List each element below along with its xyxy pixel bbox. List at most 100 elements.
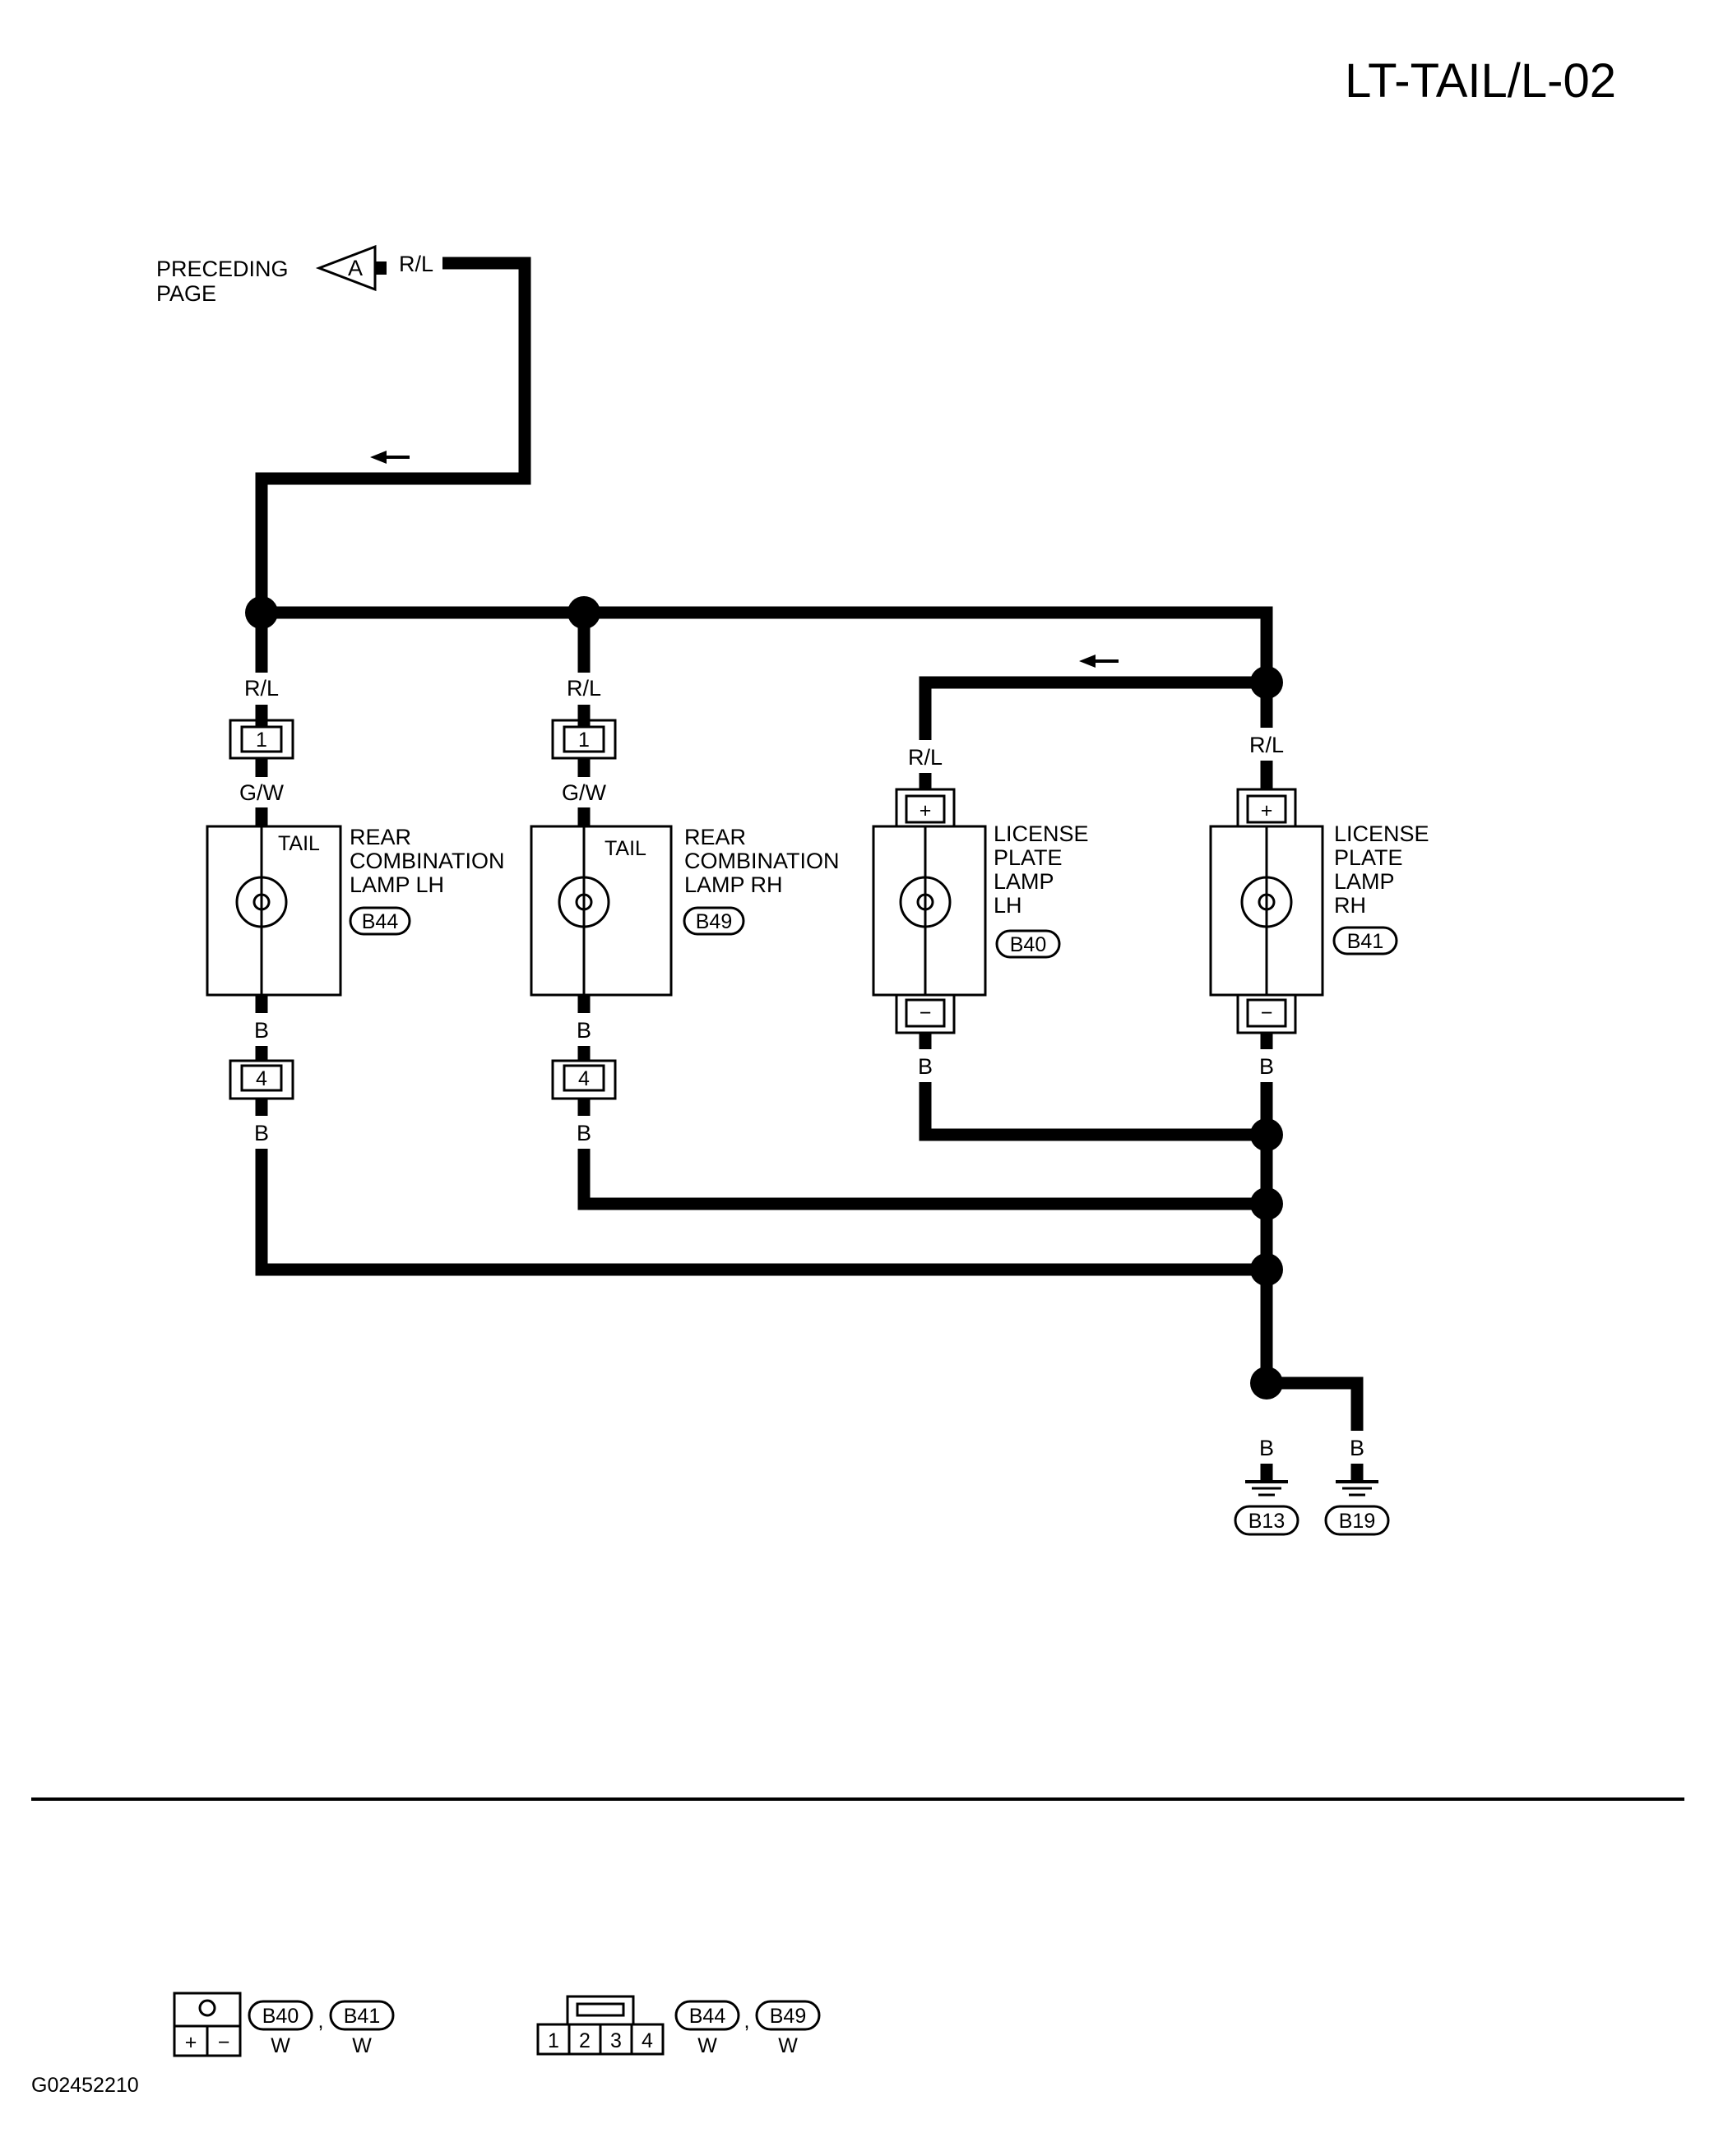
license-lh-ground-wire bbox=[919, 1082, 1267, 1141]
bulb-icon bbox=[235, 876, 288, 928]
bulb-icon bbox=[558, 876, 610, 928]
license-rh-name-line1: LICENSE bbox=[1334, 821, 1429, 846]
diagram-id: G02452210 bbox=[31, 2074, 139, 2097]
legend-connector-badge bbox=[755, 2000, 821, 2031]
license-lh-minus-terminal bbox=[895, 993, 956, 1034]
flow-arrow-icon bbox=[370, 451, 410, 464]
license-rh-name-line4: RH bbox=[1334, 893, 1366, 918]
preceding-page-connector-letter: A bbox=[348, 256, 363, 280]
ground-b19-badge bbox=[1324, 1505, 1390, 1536]
ground-b19-label: B19 bbox=[1339, 1510, 1375, 1533]
legend-connector-color: W bbox=[271, 2034, 290, 2057]
license-lh-lamp-box bbox=[872, 825, 987, 997]
wire-color-label: B bbox=[254, 1121, 269, 1145]
rear-rh-ground-wire bbox=[577, 1149, 1267, 1210]
legend-connector-color: W bbox=[697, 2034, 717, 2057]
license-lh-name-line4: LH bbox=[994, 893, 1022, 918]
license-rh-connector-id: B41 bbox=[1347, 930, 1383, 953]
rear-lh-top-connector bbox=[229, 705, 294, 760]
preceding-page-text-line2: PAGE bbox=[156, 281, 216, 306]
legend2-pin: 3 bbox=[610, 2029, 622, 2052]
legend2-pin: 1 bbox=[548, 2029, 559, 2052]
rear-lh-bottom-connector bbox=[229, 1059, 294, 1100]
legend-connector-id: B49 bbox=[770, 2005, 806, 2028]
license-lh-name-line1: LICENSE bbox=[994, 821, 1089, 846]
legend1-pin: + bbox=[185, 2031, 197, 2054]
rear-rh-bottom-pin: 4 bbox=[578, 1067, 590, 1090]
legend-connector-badge bbox=[248, 2000, 313, 2031]
rear-rh-name-line3: LAMP RH bbox=[684, 872, 783, 897]
license-lh-plus-terminal bbox=[895, 788, 956, 829]
rear-lh-name-line1: REAR bbox=[350, 825, 411, 849]
ground-b13-badge bbox=[1234, 1505, 1299, 1536]
splice-6 bbox=[1250, 1253, 1283, 1286]
flow-arrow-icon bbox=[1079, 655, 1119, 668]
rear-rh-bottom-connector bbox=[551, 1059, 617, 1100]
legend2-pin: 2 bbox=[579, 2029, 591, 2052]
wire-color-label: B bbox=[577, 1018, 591, 1043]
ground-icon bbox=[1336, 1480, 1378, 1497]
wire-color-label: R/L bbox=[244, 676, 279, 701]
bulb-icon bbox=[899, 876, 952, 928]
connector-face-b44-b49 bbox=[536, 1995, 665, 2056]
legend-connector-color: W bbox=[778, 2034, 798, 2057]
rear-lh-connector-badge bbox=[349, 906, 411, 936]
license-rh-bottom-pin: − bbox=[1261, 1002, 1273, 1025]
rear-lh-bottom-pin: 4 bbox=[256, 1067, 267, 1090]
legend-separator: , bbox=[744, 2010, 750, 2033]
bulb-icon bbox=[1240, 876, 1293, 928]
license-rh-minus-terminal bbox=[1236, 993, 1297, 1034]
wire-color-label: G/W bbox=[562, 780, 607, 805]
license-lh-name-line2: PLATE bbox=[994, 845, 1063, 870]
preceding-page-text-line1: PRECEDING bbox=[156, 257, 289, 281]
connector-face-b40-b41 bbox=[173, 1992, 242, 2057]
license-rh-name-line2: PLATE bbox=[1334, 845, 1403, 870]
rear-rh-name-line1: REAR bbox=[684, 825, 746, 849]
license-lh-name-line3: LAMP bbox=[994, 869, 1054, 894]
wire-color-label: R/L bbox=[1249, 733, 1284, 757]
legend2-pin: 4 bbox=[642, 2029, 653, 2052]
wire-color-label: B bbox=[1259, 1054, 1274, 1079]
license-lh-top-pin: + bbox=[920, 799, 932, 822]
rear-lh-name-line3: LAMP LH bbox=[350, 872, 444, 897]
wire-color-label: B bbox=[254, 1018, 269, 1043]
license-rh-name-line3: LAMP bbox=[1334, 869, 1395, 894]
splice-5 bbox=[1250, 1187, 1283, 1220]
legend-connector-id: B44 bbox=[689, 2005, 726, 2028]
top-bus-wire bbox=[262, 606, 1273, 682]
rear-lh-connector-id: B44 bbox=[362, 910, 399, 933]
rear-rh-top-pin: 1 bbox=[578, 729, 590, 752]
legend-separator: , bbox=[318, 2010, 324, 2033]
license-lh-bottom-pin: − bbox=[920, 1002, 932, 1025]
license-lh-connector-id: B40 bbox=[1010, 933, 1046, 956]
rear-lh-ground-wire bbox=[255, 1149, 1267, 1276]
legend-connector-id: B40 bbox=[262, 2005, 299, 2028]
rear-rh-top-connector bbox=[551, 705, 617, 760]
wire-color-label: G/W bbox=[239, 780, 285, 805]
wire-color-label: B bbox=[918, 1054, 933, 1079]
legend-connector-badge bbox=[674, 2000, 740, 2031]
page-title: LT-TAIL/L-02 bbox=[1345, 54, 1616, 108]
feed-wire bbox=[255, 257, 531, 613]
license-lh-feed-wire bbox=[919, 676, 1267, 740]
legend-connector-id: B41 bbox=[344, 2005, 380, 2028]
preceding-page-connector-icon bbox=[315, 244, 387, 292]
wire-color-label: B bbox=[1350, 1436, 1364, 1460]
wire-color-label: B bbox=[577, 1121, 591, 1145]
legend1-pin: − bbox=[218, 2031, 230, 2054]
rear-rh-name-line2: COMBINATION bbox=[684, 849, 840, 873]
rear-lh-inner-label: TAIL bbox=[278, 832, 320, 855]
preceding-page-wire-color: R/L bbox=[399, 252, 433, 276]
rear-lh-name-line2: COMBINATION bbox=[350, 849, 505, 873]
rear-rh-connector-id: B49 bbox=[696, 910, 732, 933]
wire-color-label: R/L bbox=[567, 676, 601, 701]
ground-icon bbox=[1245, 1480, 1288, 1497]
license-lh-connector-badge bbox=[995, 929, 1061, 959]
license-rh-top-pin: + bbox=[1261, 799, 1273, 822]
rear-rh-connector-badge bbox=[683, 906, 745, 936]
splice-4 bbox=[1250, 1118, 1283, 1151]
wire-color-label: R/L bbox=[908, 745, 943, 770]
legend-connector-color: W bbox=[352, 2034, 372, 2057]
license-rh-connector-badge bbox=[1332, 926, 1398, 955]
